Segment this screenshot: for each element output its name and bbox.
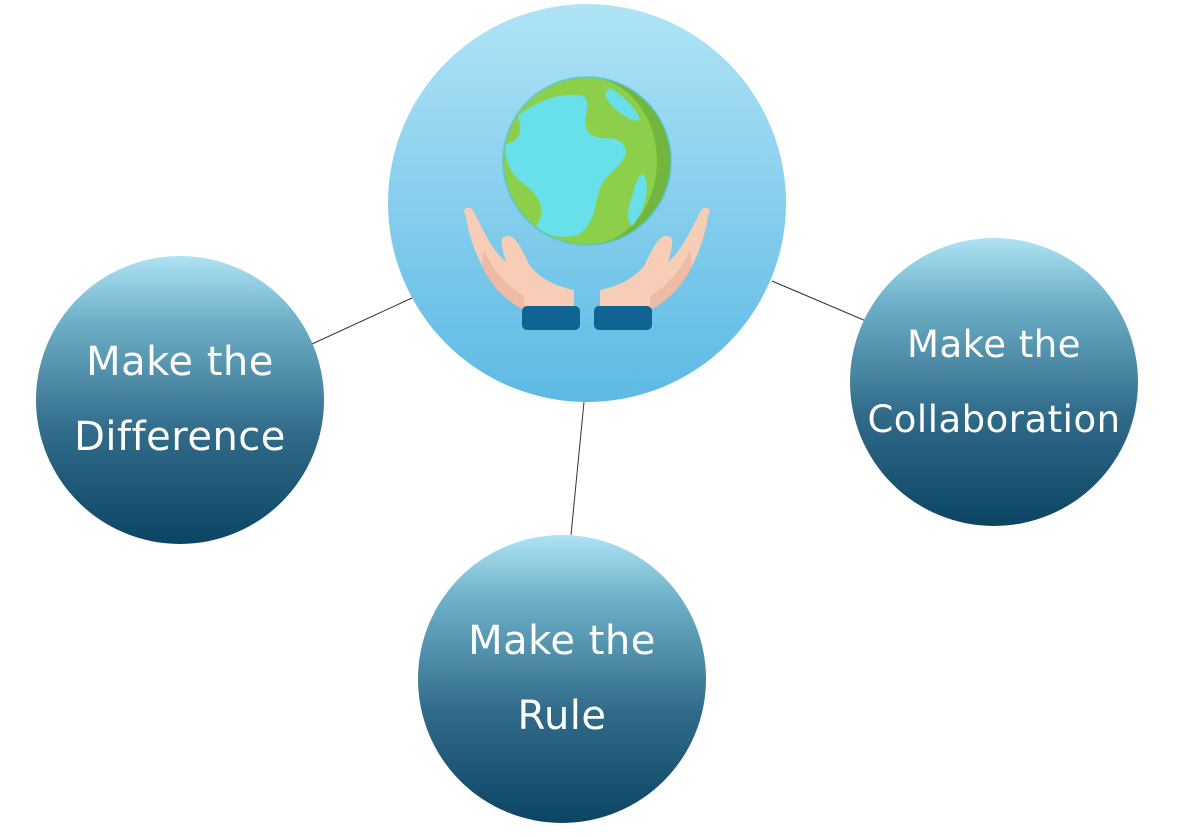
node-label: Make the Rule bbox=[468, 604, 656, 754]
globe-icon bbox=[502, 76, 672, 246]
connector-hub-to-collaboration bbox=[771, 280, 867, 322]
right-hand-icon bbox=[594, 207, 710, 330]
node-label-line1: Make the bbox=[468, 618, 656, 664]
node-label-line2: Difference bbox=[74, 414, 286, 460]
node-label-line2: Rule bbox=[517, 693, 607, 739]
node-label-line1: Make the bbox=[907, 323, 1081, 366]
node-make-the-difference: Make the Difference bbox=[36, 256, 324, 544]
connector-hub-to-difference bbox=[311, 297, 413, 345]
node-label: Make the Difference bbox=[74, 325, 286, 475]
node-make-the-rule: Make the Rule bbox=[418, 535, 706, 823]
left-hand-icon bbox=[464, 207, 580, 330]
node-make-the-collaboration: Make the Collaboration bbox=[850, 238, 1138, 526]
node-label-line1: Make the bbox=[86, 339, 274, 385]
central-hub-circle bbox=[388, 4, 786, 402]
globe-in-hands-icon bbox=[464, 76, 710, 330]
node-label: Make the Collaboration bbox=[867, 307, 1120, 457]
connector-hub-to-rule bbox=[570, 401, 585, 536]
node-label-line2: Collaboration bbox=[867, 398, 1121, 441]
